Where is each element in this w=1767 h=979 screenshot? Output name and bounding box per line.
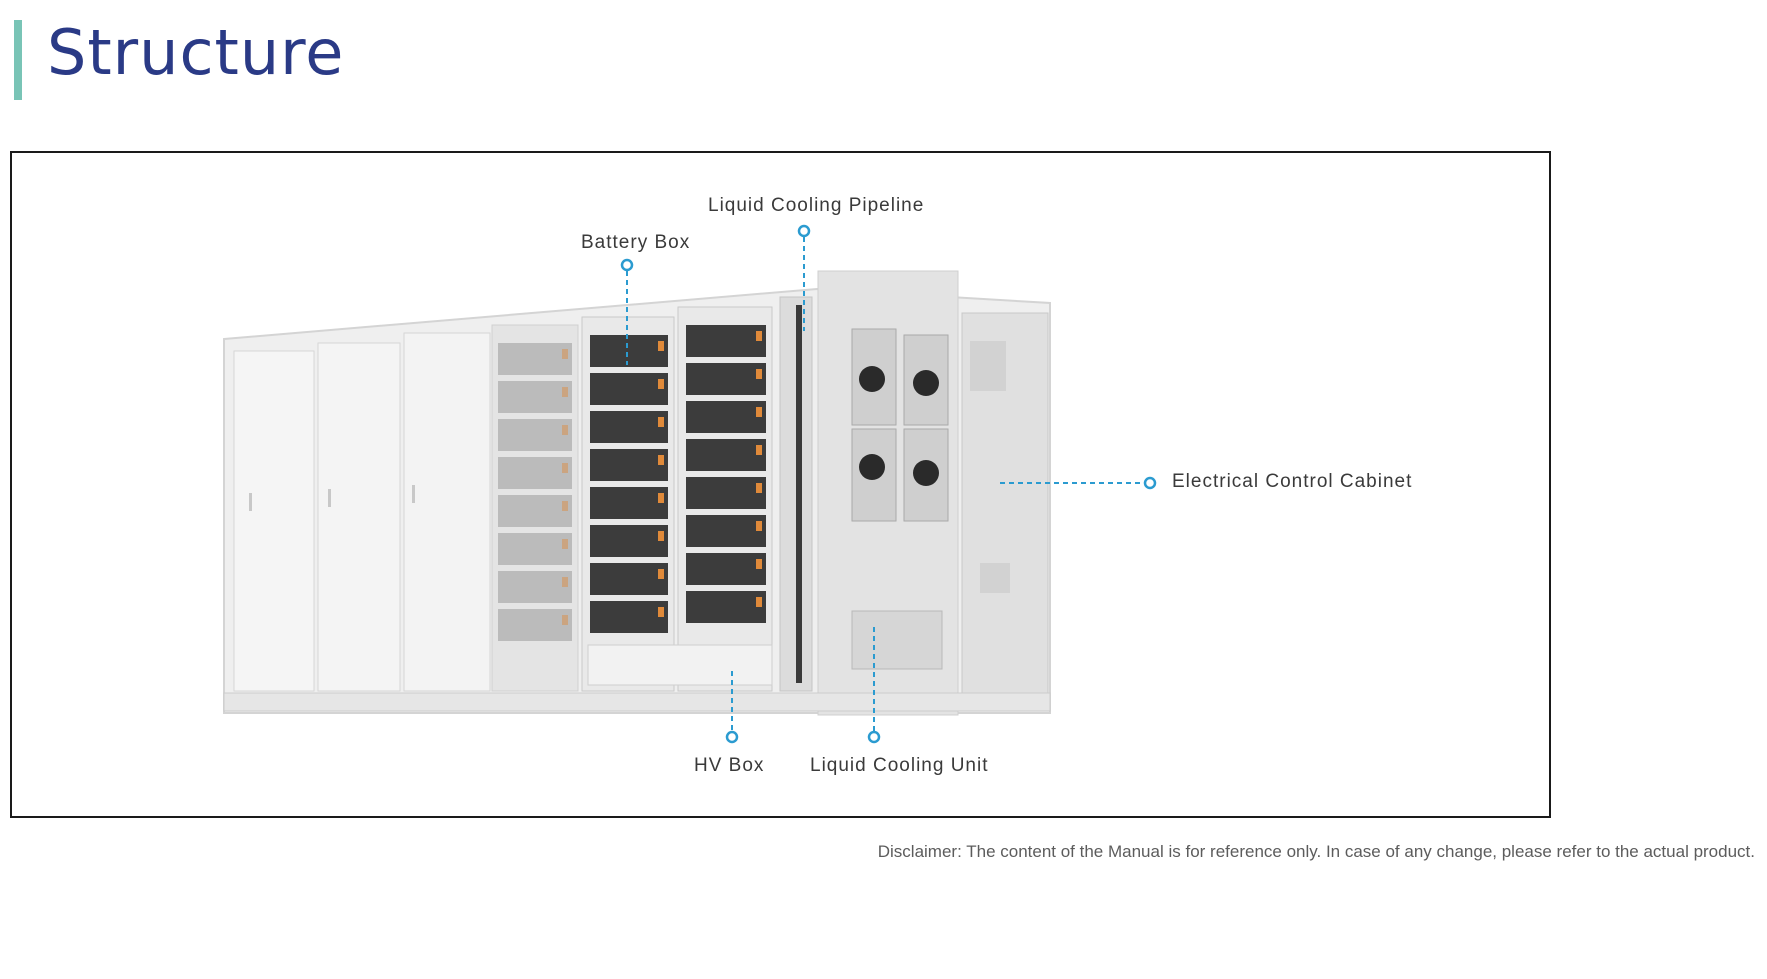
battery-module-connector bbox=[756, 407, 762, 417]
battery-module bbox=[686, 553, 766, 585]
hv-box bbox=[587, 644, 773, 686]
label-electrical-control-cabinet: Electrical Control Cabinet bbox=[1172, 471, 1413, 492]
battery-module-connector bbox=[658, 417, 664, 427]
battery-module bbox=[686, 591, 766, 623]
battery-module-connector bbox=[756, 369, 762, 379]
battery-module bbox=[590, 487, 668, 519]
battery-module bbox=[590, 601, 668, 633]
battery-module-faded bbox=[498, 457, 572, 489]
battery-module-faded-connector bbox=[562, 387, 568, 397]
battery-module bbox=[686, 325, 766, 357]
battery-module-faded-connector bbox=[562, 349, 568, 359]
label-liquid-cooling-unit: Liquid Cooling Unit bbox=[810, 755, 989, 776]
battery-module-connector bbox=[756, 521, 762, 531]
battery-module-connector bbox=[658, 379, 664, 389]
battery-module-connector bbox=[658, 341, 664, 351]
battery-module-connector bbox=[756, 597, 762, 607]
label-hv-box: HV Box bbox=[694, 755, 765, 776]
callout-dot-pipeline bbox=[797, 224, 811, 238]
battery-module-connector bbox=[756, 445, 762, 455]
title-accent-bar bbox=[14, 20, 22, 100]
battery-module-faded bbox=[498, 533, 572, 565]
battery-module-faded bbox=[498, 495, 572, 527]
left-door-panel bbox=[403, 332, 491, 692]
battery-module-faded-connector bbox=[562, 615, 568, 625]
battery-module-connector bbox=[658, 455, 664, 465]
diagram-frame: Liquid Cooling Pipeline Battery Box Elec… bbox=[10, 151, 1551, 818]
battery-module-connector bbox=[658, 569, 664, 579]
battery-module-faded bbox=[498, 419, 572, 451]
label-battery-box: Battery Box bbox=[581, 232, 691, 253]
fan bbox=[859, 366, 885, 392]
battery-module-connector bbox=[756, 331, 762, 341]
fan bbox=[913, 370, 939, 396]
cooling-unit-vent bbox=[851, 610, 943, 670]
callout-dot-hv-box bbox=[725, 730, 739, 744]
battery-module bbox=[590, 373, 668, 405]
fan bbox=[859, 454, 885, 480]
battery-module-faded-connector bbox=[562, 501, 568, 511]
battery-module-faded bbox=[498, 609, 572, 641]
battery-module-faded-connector bbox=[562, 577, 568, 587]
battery-module-faded-connector bbox=[562, 539, 568, 549]
battery-module bbox=[590, 335, 668, 367]
battery-module bbox=[686, 363, 766, 395]
container-illustration bbox=[223, 224, 1157, 744]
battery-module-faded bbox=[498, 381, 572, 413]
faded-battery-rack bbox=[491, 324, 579, 692]
battery-module-faded-connector bbox=[562, 425, 568, 435]
battery-module-faded bbox=[498, 571, 572, 603]
fan-grille bbox=[903, 334, 949, 426]
battery-module-connector bbox=[756, 559, 762, 569]
battery-module-connector bbox=[658, 531, 664, 541]
disclaimer-text: Disclaimer: The content of the Manual is… bbox=[877, 842, 1755, 861]
battery-module bbox=[686, 477, 766, 509]
battery-module bbox=[590, 411, 668, 443]
battery-module-connector bbox=[756, 483, 762, 493]
fan bbox=[913, 460, 939, 486]
callout-dot-battery-box bbox=[620, 258, 634, 272]
battery-module-connector bbox=[658, 493, 664, 503]
callout-dot-cabinet bbox=[1143, 476, 1157, 490]
battery-module bbox=[686, 515, 766, 547]
battery-module bbox=[686, 401, 766, 433]
callout-dot-cooling-unit bbox=[867, 730, 881, 744]
battery-module bbox=[590, 563, 668, 595]
battery-module-faded bbox=[498, 343, 572, 375]
base-rail bbox=[223, 692, 1051, 712]
battery-module bbox=[590, 449, 668, 481]
battery-module-connector bbox=[658, 607, 664, 617]
label-liquid-cooling-pipeline: Liquid Cooling Pipeline bbox=[708, 195, 925, 216]
battery-module bbox=[686, 439, 766, 471]
page-title: Structure bbox=[47, 16, 345, 89]
left-door-panel bbox=[317, 342, 401, 692]
left-door-panel bbox=[233, 350, 315, 692]
battery-module bbox=[590, 525, 668, 557]
battery-module-faded-connector bbox=[562, 463, 568, 473]
